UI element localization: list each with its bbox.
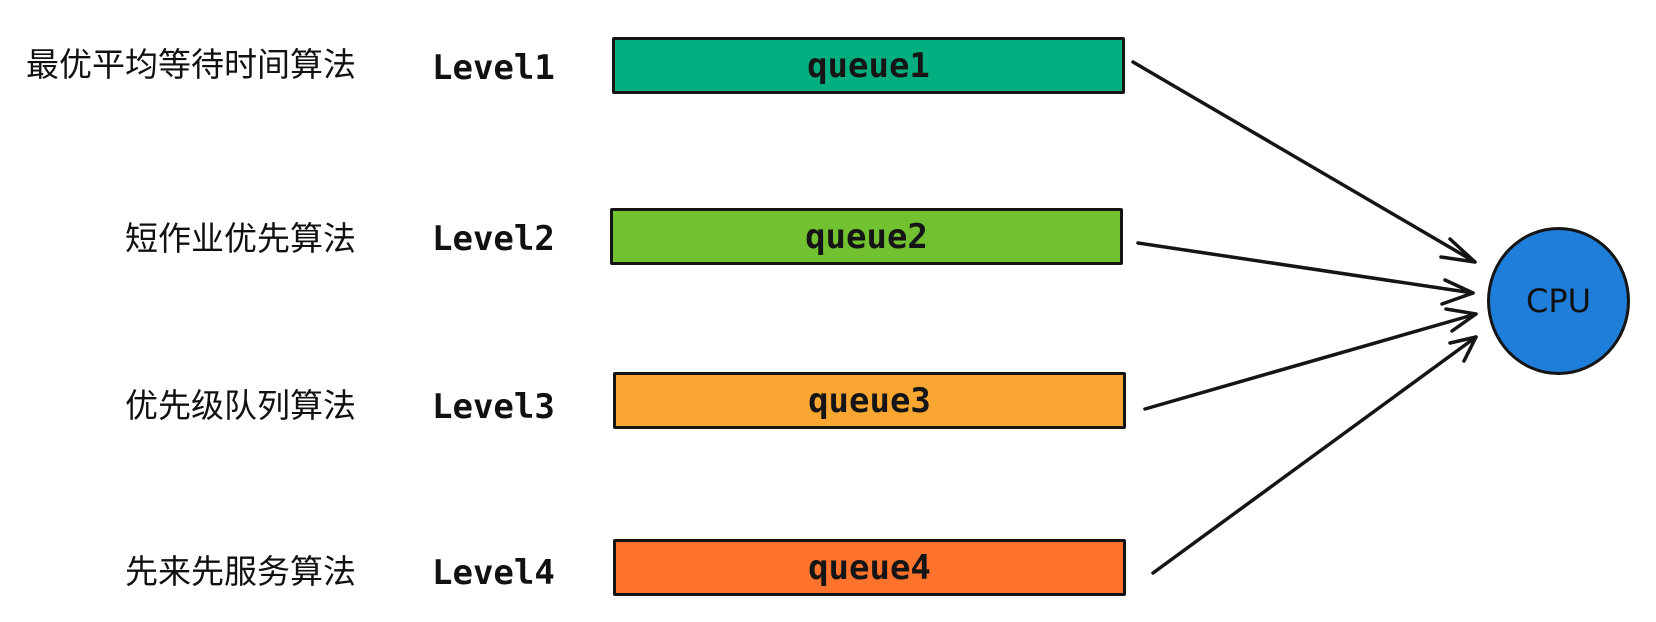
arrow-queue1-to-cpu xyxy=(1131,60,1477,264)
queue-label-4: queue4 xyxy=(808,547,931,588)
algorithm-label-1: 最优平均等待时间算法 xyxy=(26,45,356,84)
queue-label-2: queue2 xyxy=(805,216,928,257)
queue-box-1: queue1 xyxy=(612,37,1125,94)
arrow-queue2-to-cpu xyxy=(1136,241,1475,306)
queue-box-3: queue3 xyxy=(613,372,1126,429)
algorithm-label-3: 优先级队列算法 xyxy=(125,386,356,425)
cpu-node: CPU xyxy=(1487,227,1630,375)
queue-box-4: queue4 xyxy=(613,539,1126,596)
arrow-queue4-to-cpu xyxy=(1151,335,1478,575)
level-label-1: Level1 xyxy=(432,48,555,88)
queue-label-1: queue1 xyxy=(807,45,930,86)
queue-box-2: queue2 xyxy=(610,208,1123,265)
algorithm-label-2: 短作业优先算法 xyxy=(125,219,356,258)
queue-label-3: queue3 xyxy=(808,380,931,421)
algorithm-label-4: 先来先服务算法 xyxy=(125,552,356,591)
arrow-queue3-to-cpu xyxy=(1143,307,1478,411)
level-label-4: Level4 xyxy=(432,553,555,593)
level-label-3: Level3 xyxy=(432,387,555,427)
level-label-2: Level2 xyxy=(432,219,555,259)
cpu-label: CPU xyxy=(1525,282,1592,320)
